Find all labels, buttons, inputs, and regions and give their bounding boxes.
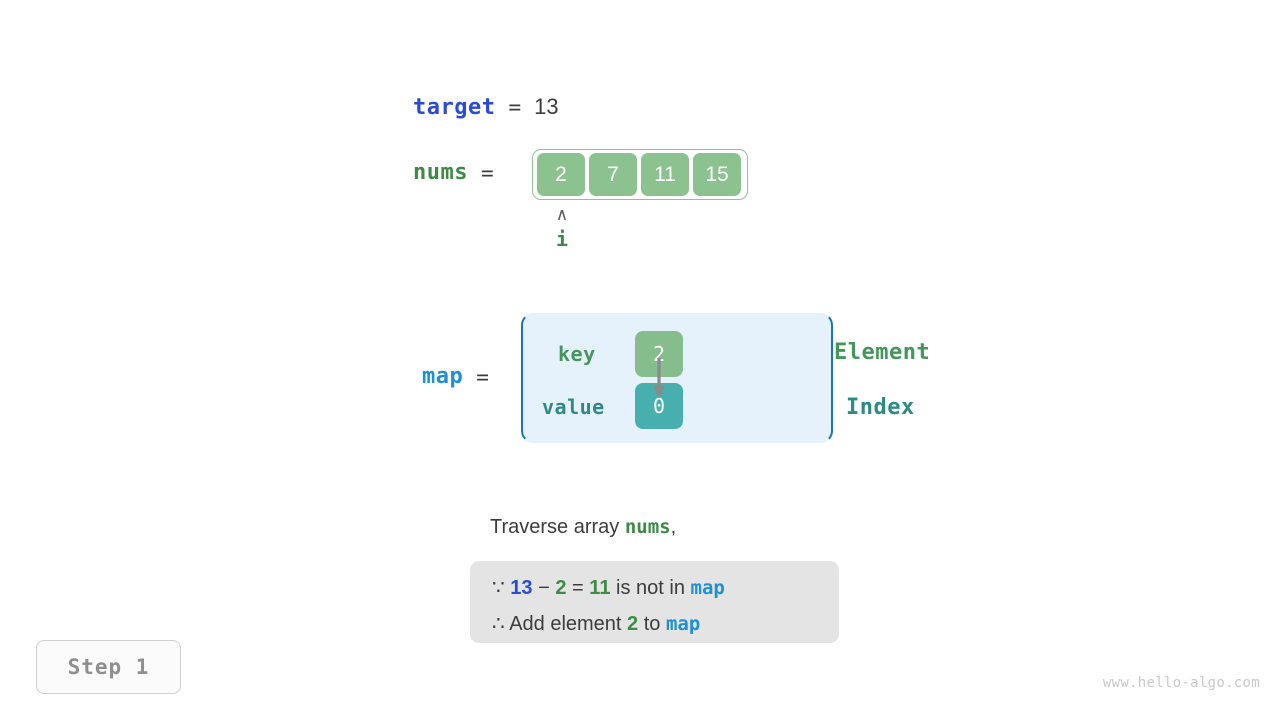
explanation-to-text: to: [643, 613, 661, 635]
explanation-minus-sign: −: [538, 577, 550, 599]
index-pointer-label: i: [555, 227, 569, 251]
explanation-equals-sign: =: [572, 577, 584, 599]
array-cell: 7: [589, 153, 637, 196]
therefore-symbol: ∴: [492, 613, 505, 635]
traverse-prefix-text: Traverse array: [490, 516, 625, 538]
explanation-line-2: ∴ Add element 2 to map: [492, 606, 817, 642]
key-to-value-arrow-icon: [653, 358, 665, 398]
explanation-add-lead-text: Add element: [509, 613, 622, 635]
explanation-map-keyword: map: [690, 577, 725, 599]
array-cell: 15: [693, 153, 741, 196]
target-equals-sign: =: [508, 95, 522, 119]
caret-up-icon: ∧: [555, 205, 569, 225]
because-symbol: ∵: [492, 577, 505, 599]
traverse-caption: Traverse array nums,: [490, 516, 676, 539]
explanation-operand-b: 2: [555, 577, 567, 599]
map-index-side-label: Index: [846, 395, 915, 420]
explanation-result: 11: [589, 577, 611, 599]
nums-array-container: 2 7 11 15: [532, 149, 748, 200]
explanation-box: ∵ 13 − 2 = 11 is not in map ∴ Add elemen…: [470, 561, 839, 643]
nums-equals-sign: =: [480, 160, 494, 185]
step-badge: Step 1: [36, 640, 181, 694]
nums-variable-name: nums: [413, 160, 468, 185]
map-equals-sign: =: [476, 364, 489, 389]
explanation-operand-a: 13: [510, 577, 533, 599]
array-cell: 2: [537, 153, 585, 196]
index-pointer: ∧ i: [542, 206, 582, 254]
map-element-side-label: Element: [834, 340, 931, 365]
explanation-map-keyword: map: [665, 613, 701, 635]
nums-assignment-row: nums =: [413, 160, 494, 185]
map-value-label: value: [542, 395, 605, 419]
traverse-nums-keyword: nums: [624, 516, 671, 538]
map-variable-name: map: [422, 364, 464, 389]
explanation-tail-text: is not in: [616, 577, 685, 599]
map-assignment-row: map =: [422, 364, 489, 389]
target-assignment-row: target = 13: [413, 94, 559, 120]
map-key-label: key: [558, 342, 596, 366]
map-container: key value 2 0: [521, 313, 833, 443]
watermark: www.hello-algo.com: [1102, 675, 1260, 691]
target-value: 13: [534, 94, 559, 119]
array-cell: 11: [641, 153, 689, 196]
traverse-suffix-text: ,: [670, 516, 677, 538]
explanation-line-1: ∵ 13 − 2 = 11 is not in map: [492, 570, 817, 606]
target-variable-name: target: [413, 95, 496, 120]
explanation-added-element: 2: [627, 613, 639, 635]
